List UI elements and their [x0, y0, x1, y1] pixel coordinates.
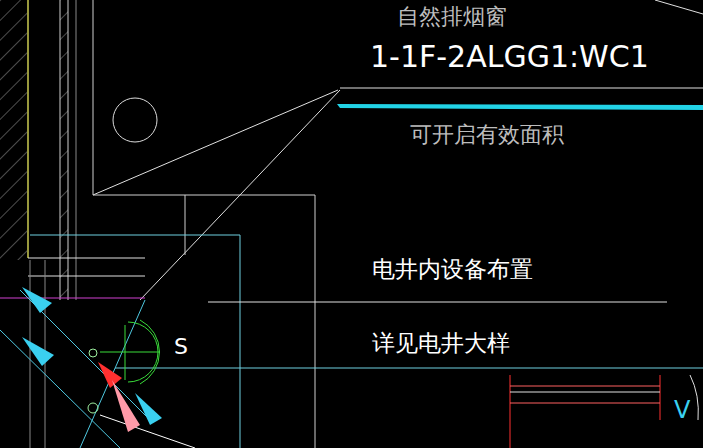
wire-line — [0, 330, 120, 448]
window-line — [337, 104, 703, 110]
room-line — [93, 195, 315, 196]
equipment-line — [690, 375, 698, 420]
room-line — [240, 235, 241, 448]
arrow-symbol — [112, 380, 140, 432]
door-line — [100, 352, 160, 353]
room-line — [0, 298, 145, 299]
room-line — [28, 258, 145, 259]
room-line — [315, 195, 316, 448]
wall-hatch — [0, 0, 27, 260]
pipe-circle — [113, 98, 157, 142]
circuit-tag: 1-1F-2ALGG1:WC1 — [370, 42, 649, 72]
node-dot — [88, 403, 98, 413]
wall-line — [60, 0, 61, 300]
wire-line — [100, 415, 195, 448]
wall-line — [76, 0, 77, 300]
arrow-symbol — [98, 362, 122, 388]
note-text: 详见电井大样 — [372, 332, 510, 355]
wall-line — [27, 0, 28, 258]
arrow-symbol — [22, 337, 54, 366]
note-text: 可开启有效面积 — [410, 124, 564, 146]
equipment-line — [660, 375, 661, 420]
leader-line — [655, 0, 703, 14]
wall-hatch — [60, 0, 68, 300]
equipment-line — [510, 403, 660, 404]
note-text: 自然排烟窗 — [397, 6, 507, 28]
door-line — [125, 325, 126, 380]
room-line — [185, 195, 186, 255]
leader-line — [208, 302, 667, 303]
wall-line — [93, 0, 94, 195]
symbol-letter: V — [674, 398, 690, 422]
equipment-line — [510, 392, 660, 393]
node-dot — [89, 349, 97, 357]
room-line — [115, 368, 703, 369]
note-text: 电井内设备布置 — [372, 258, 533, 281]
room-line — [28, 276, 145, 277]
room-line — [30, 235, 240, 236]
wall-line — [68, 0, 69, 300]
equipment-line — [510, 386, 660, 387]
arrow-symbol — [135, 393, 162, 425]
leader-line — [93, 90, 338, 195]
arrow-symbol — [22, 287, 52, 313]
room-line — [30, 260, 31, 448]
symbol-letter: S — [174, 336, 188, 358]
wire-line — [80, 300, 145, 448]
leader-line — [340, 88, 703, 89]
